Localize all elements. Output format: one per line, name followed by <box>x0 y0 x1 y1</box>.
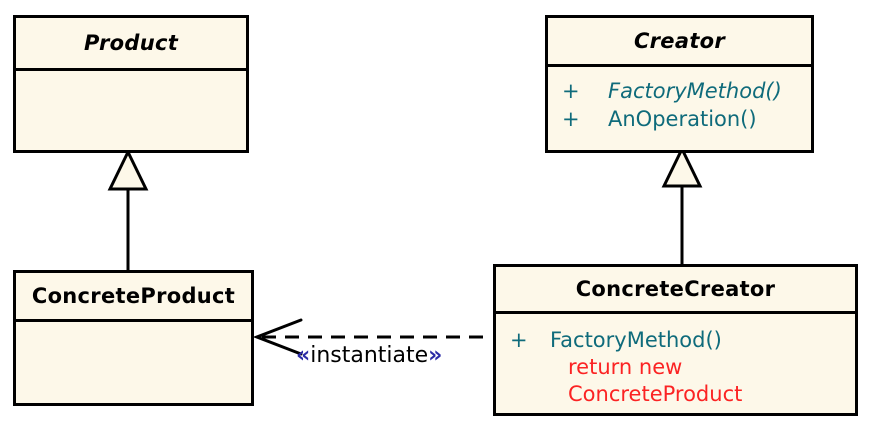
guillemet-close: » <box>428 343 443 368</box>
generalization-arrow-product <box>107 148 149 270</box>
method-an-operation: + AnOperation() <box>548 105 811 133</box>
instantiate-label-text: instantiate <box>310 343 429 368</box>
class-concrete-creator: ConcreteCreator + FactoryMethod() return… <box>493 264 858 416</box>
class-concrete-creator-name: ConcreteCreator <box>496 267 855 314</box>
class-product-name: Product <box>16 18 246 71</box>
method-factory-method: + FactoryMethod() <box>548 77 811 105</box>
method-factory-method: + FactoryMethod() <box>496 326 855 354</box>
class-creator-name: Creator <box>548 18 811 67</box>
method-signature: FactoryMethod() <box>550 328 722 352</box>
method-signature: FactoryMethod() <box>608 79 782 103</box>
class-concrete-creator-body: + FactoryMethod() return new ConcretePro… <box>496 314 855 408</box>
instantiate-dashed-arrow <box>252 318 492 356</box>
class-concrete-product-name: ConcreteProduct <box>16 273 251 322</box>
class-creator-body: + FactoryMethod() + AnOperation() <box>548 67 811 133</box>
guillemet-open: « <box>296 343 311 368</box>
visibility-plus: + <box>510 328 528 352</box>
instantiate-label: «instantiate» <box>296 343 442 368</box>
note-concrete-product: ConcreteProduct <box>568 382 743 406</box>
note-return-new: return new <box>568 355 683 379</box>
class-concrete-product: ConcreteProduct <box>13 270 254 406</box>
method-signature: AnOperation() <box>608 107 757 131</box>
visibility-plus: + <box>562 79 580 103</box>
class-creator: Creator + FactoryMethod() + AnOperation(… <box>545 15 814 153</box>
visibility-plus: + <box>562 107 580 131</box>
class-product: Product <box>13 15 249 153</box>
generalization-arrow-creator <box>661 145 703 264</box>
